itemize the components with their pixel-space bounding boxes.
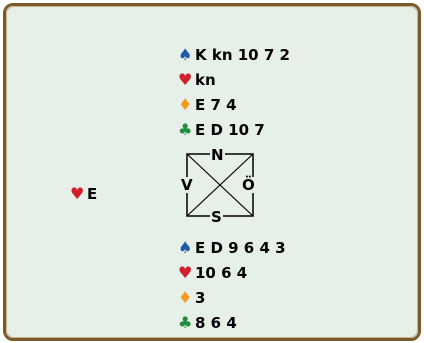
compass-north-label: N bbox=[210, 146, 225, 164]
heart-icon: ♥ bbox=[178, 263, 193, 282]
spade-icon: ♠ bbox=[178, 45, 193, 64]
heart-icon: ♥ bbox=[70, 184, 85, 203]
south-spades-row: ♠E D 9 6 4 3 bbox=[178, 235, 286, 260]
south-diamonds: 3 bbox=[195, 289, 206, 307]
diamond-icon: ♦ bbox=[178, 95, 193, 114]
north-clubs: E D 10 7 bbox=[195, 121, 265, 139]
north-spades: K kn 10 7 2 bbox=[195, 46, 290, 64]
south-spades: E D 9 6 4 3 bbox=[195, 239, 286, 257]
south-clubs: 8 6 4 bbox=[195, 314, 237, 332]
north-diamonds: E 7 4 bbox=[195, 96, 237, 114]
north-diamonds-row: ♦E 7 4 bbox=[178, 92, 290, 117]
compass-south-label: S bbox=[210, 208, 223, 226]
club-icon: ♣ bbox=[178, 120, 193, 139]
compass-box: N S V Ö bbox=[180, 147, 256, 225]
north-hearts-row: ♥kn bbox=[178, 67, 290, 92]
south-hand: ♠E D 9 6 4 3 ♥10 6 4 ♦3 ♣8 6 4 bbox=[178, 235, 286, 335]
south-clubs-row: ♣8 6 4 bbox=[178, 310, 286, 335]
club-icon: ♣ bbox=[178, 313, 193, 332]
heart-icon: ♥ bbox=[178, 70, 193, 89]
south-hearts-row: ♥10 6 4 bbox=[178, 260, 286, 285]
south-hearts: 10 6 4 bbox=[195, 264, 248, 282]
compass-west-label: V bbox=[180, 176, 194, 194]
west-hand: ♥E bbox=[70, 184, 97, 203]
deal-diagram-frame: ♠K kn 10 7 2 ♥kn ♦E 7 4 ♣E D 10 7 ♥E N S… bbox=[3, 3, 421, 341]
north-hand: ♠K kn 10 7 2 ♥kn ♦E 7 4 ♣E D 10 7 bbox=[178, 42, 290, 142]
spade-icon: ♠ bbox=[178, 238, 193, 257]
compass-east-label: Ö bbox=[241, 176, 256, 194]
diamond-icon: ♦ bbox=[178, 288, 193, 307]
north-hearts: kn bbox=[195, 71, 216, 89]
west-hearts: E bbox=[87, 185, 98, 203]
north-clubs-row: ♣E D 10 7 bbox=[178, 117, 290, 142]
south-diamonds-row: ♦3 bbox=[178, 285, 286, 310]
north-spades-row: ♠K kn 10 7 2 bbox=[178, 42, 290, 67]
